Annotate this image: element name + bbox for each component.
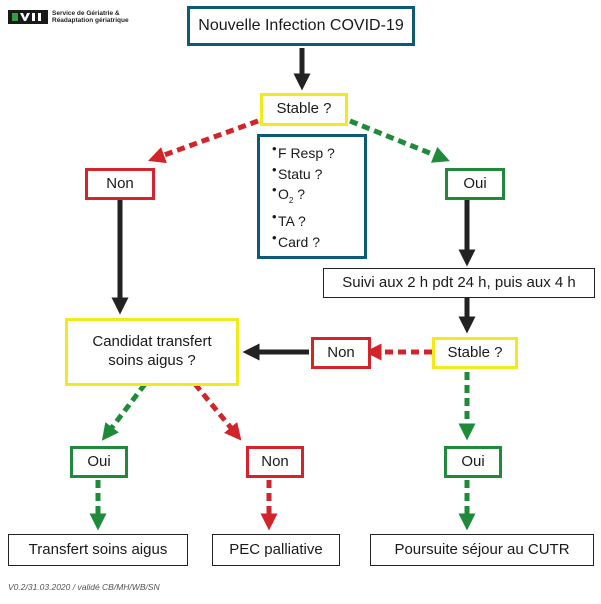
node-stable-2: Stable ? xyxy=(432,337,518,369)
node-start: Nouvelle Infection COVID-19 xyxy=(187,6,415,46)
candidat-line-1: Candidat transfert xyxy=(92,333,212,351)
check-o2: O2 ? xyxy=(272,180,356,211)
node-oui-1: Oui xyxy=(445,168,505,200)
vital-signs-checklist: F Resp ? Statu ? O2 ? TA ? Card ? xyxy=(257,134,367,259)
node-suivi: Suivi aux 2 h pdt 24 h, puis aux 4 h xyxy=(323,268,595,298)
node-pec: PEC palliative xyxy=(212,534,340,566)
check-card: Card ? xyxy=(272,228,356,253)
node-stable-1: Stable ? xyxy=(260,93,348,126)
version-footer: V0.2/31.03.2020 / validé CB/MH/WB/SN xyxy=(8,582,160,592)
node-candidat: Candidat transfert soins aigus ? xyxy=(65,318,239,386)
node-oui-right: Oui xyxy=(444,446,502,478)
node-poursuite: Poursuite séjour au CUTR xyxy=(370,534,594,566)
o2-sub: 2 xyxy=(288,195,294,205)
check-ta: TA ? xyxy=(272,207,356,232)
arrow-stable-to-oui xyxy=(349,118,450,163)
candidat-line-2: soins aigus ? xyxy=(108,352,196,369)
node-non-1: Non xyxy=(85,168,155,200)
node-non-2: Non xyxy=(311,337,371,369)
logo-text: Service de Gériatrie & Réadaptation géri… xyxy=(52,10,129,24)
check-statu: Statu ? xyxy=(272,160,356,185)
logo-line-1: Service de Gériatrie & xyxy=(52,10,120,17)
check-f-resp: F Resp ? xyxy=(272,139,356,164)
logo-line-2: Réadaptation gériatrique xyxy=(52,17,129,25)
node-non-mid: Non xyxy=(246,446,304,478)
chuv-logo: Service de Gériatrie & Réadaptation géri… xyxy=(8,10,129,25)
chuv-logo-icon xyxy=(8,10,48,25)
arrow-candidat-to-non-mid xyxy=(193,382,242,441)
arrow-candidat-to-oui-left xyxy=(101,382,147,441)
arrow-stable-to-non xyxy=(148,118,259,164)
o2-base: O xyxy=(278,186,289,202)
node-transfert: Transfert soins aigus xyxy=(8,534,188,566)
node-oui-left: Oui xyxy=(70,446,128,478)
o2-tail: ? xyxy=(293,186,306,202)
